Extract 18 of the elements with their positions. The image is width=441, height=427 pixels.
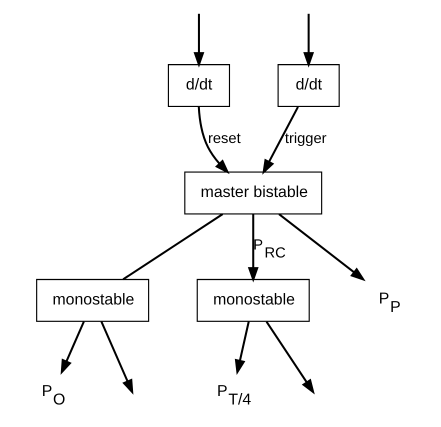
arrow bbox=[247, 214, 258, 283]
arrow bbox=[234, 321, 250, 376]
arrow bbox=[100, 321, 133, 395]
node-box: monostable bbox=[196, 278, 310, 322]
arrow bbox=[197, 106, 230, 174]
arrow bbox=[193, 14, 204, 68]
edge-label: reset bbox=[207, 131, 240, 148]
node-box: d/dt bbox=[277, 64, 340, 108]
arrow bbox=[302, 14, 314, 68]
arrow bbox=[60, 321, 84, 375]
connector bbox=[122, 213, 223, 280]
node-box: monostable bbox=[36, 278, 149, 322]
arrow bbox=[278, 213, 366, 282]
arrow bbox=[265, 321, 314, 394]
edge-label: trigger bbox=[284, 131, 326, 148]
arrow bbox=[262, 106, 298, 175]
node-box: d/dt bbox=[167, 64, 230, 108]
node-box: master bistable bbox=[184, 172, 322, 214]
